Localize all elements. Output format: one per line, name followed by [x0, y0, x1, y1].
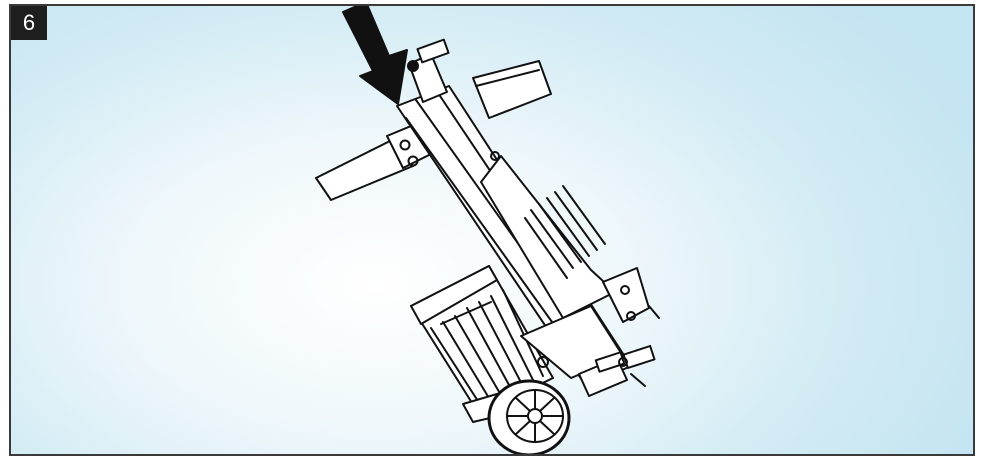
right-handle: [472, 60, 552, 119]
wheel: [487, 379, 571, 454]
step-number-badge: 6: [11, 6, 47, 40]
instruction-figure: 6: [9, 4, 975, 456]
base-bracket: [602, 267, 660, 323]
beam-side-plate: [480, 155, 616, 319]
left-handle: [315, 120, 432, 201]
arrow-down-icon: [342, 6, 408, 105]
log-splitter-illustration: [315, 6, 660, 454]
electric-motor: [410, 265, 554, 415]
